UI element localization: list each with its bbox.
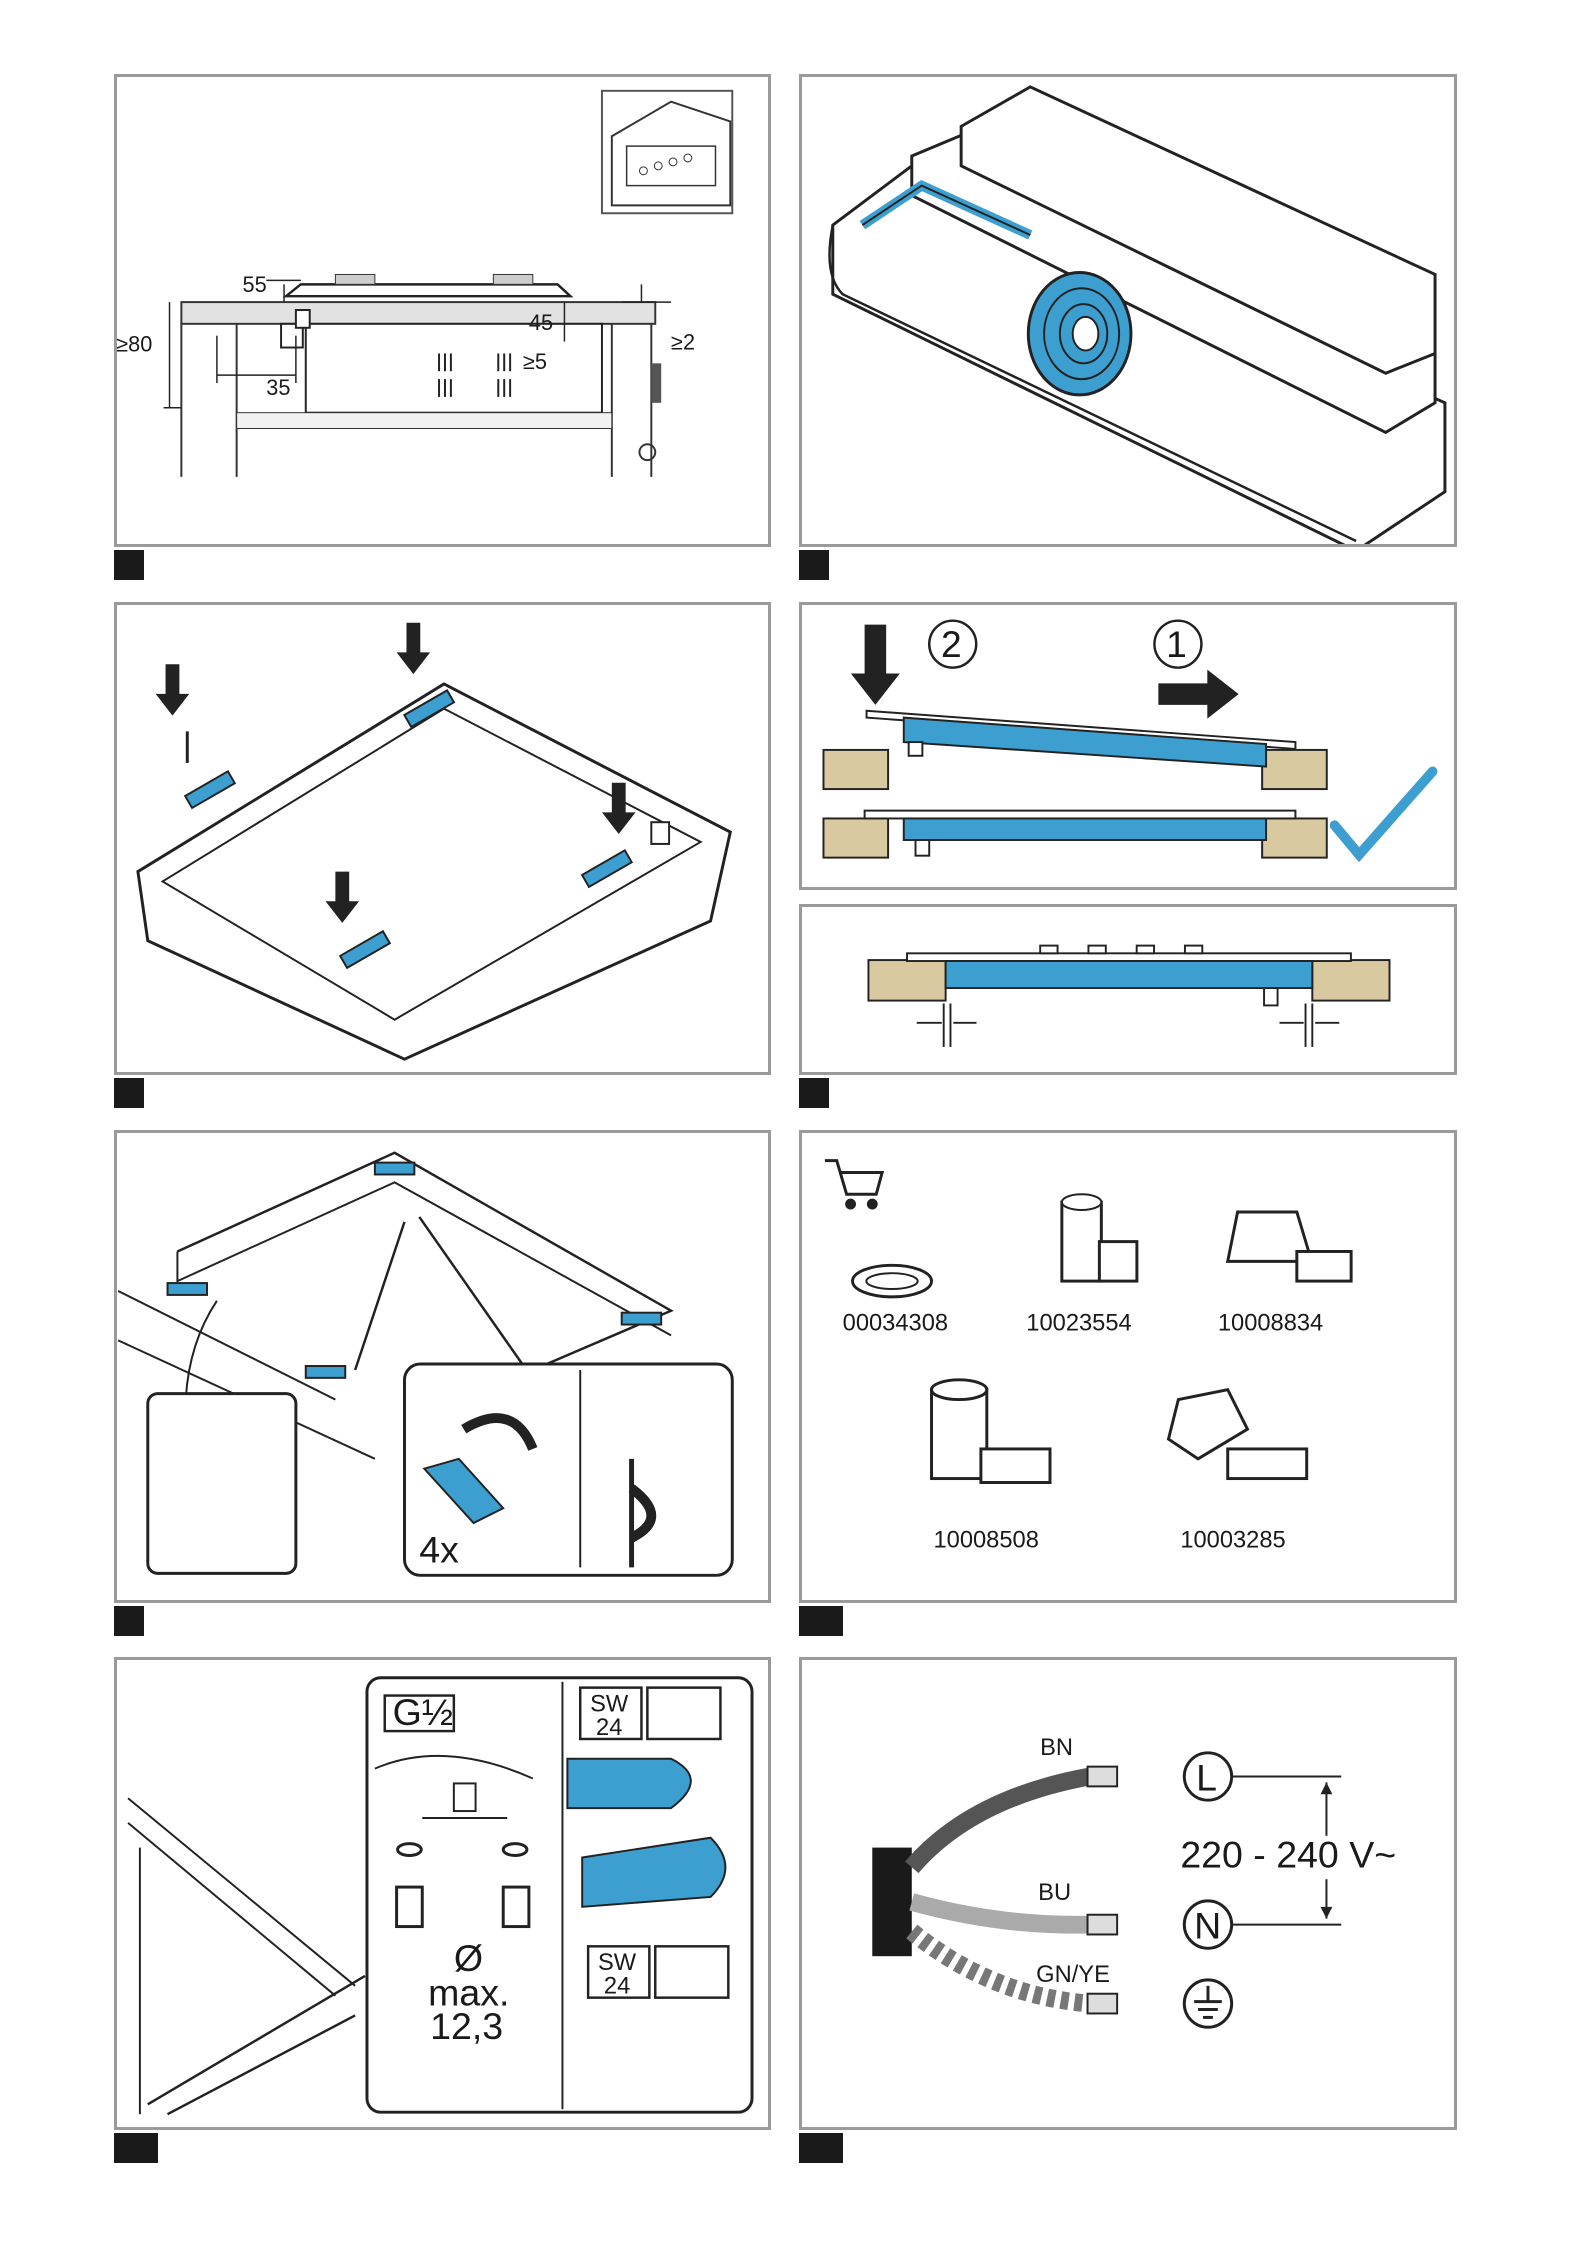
panel-seal bbox=[799, 74, 1457, 547]
step-2-label: 2 bbox=[941, 623, 962, 665]
part-code: 10008508 bbox=[933, 1528, 1038, 1554]
gas-connection-drawing: G½ Ø max. 12,3 SW 24 SW 24 bbox=[117, 1660, 768, 2127]
wrench-size-top: 24 bbox=[596, 1715, 622, 1741]
terminal-l-label: L bbox=[1196, 1756, 1217, 1798]
dim-35: 35 bbox=[266, 375, 290, 400]
accessories-drawing: 00034308 10023554 10008834 10008508 1000… bbox=[802, 1133, 1454, 1600]
dim-45: 45 bbox=[529, 310, 553, 335]
dim-5: ≥5 bbox=[523, 349, 547, 374]
terminal-n-label: N bbox=[1194, 1904, 1221, 1946]
check-icon bbox=[1335, 771, 1433, 854]
wire-bn-label: BN bbox=[1040, 1735, 1073, 1761]
part-code: 00034308 bbox=[843, 1310, 948, 1336]
thread-label: G½ bbox=[393, 1691, 453, 1733]
count-label: 4x bbox=[419, 1528, 459, 1570]
panel-brackets bbox=[114, 602, 771, 1075]
step-marker-5 bbox=[114, 1606, 144, 1636]
part-code: 10008834 bbox=[1218, 1310, 1323, 1336]
wrench-size-top: SW bbox=[590, 1691, 629, 1717]
cart-icon bbox=[825, 1161, 882, 1208]
part-code: 10003285 bbox=[1180, 1528, 1285, 1554]
electrical-drawing: BN BU GN/YE L N 220 - 240 V~ bbox=[802, 1660, 1454, 2127]
dim-2: ≥2 bbox=[671, 329, 695, 354]
step-1-label: 1 bbox=[1166, 623, 1187, 665]
step-marker-3 bbox=[114, 1078, 144, 1108]
fixing-drawing: 4x bbox=[117, 1133, 768, 1600]
wire-bu-label: BU bbox=[1038, 1880, 1071, 1906]
wrench-size-bottom: 24 bbox=[604, 1974, 630, 2000]
wrench-size-bottom: SW bbox=[598, 1950, 637, 1976]
panel-accessories: 00034308 10023554 10008834 10008508 1000… bbox=[799, 1130, 1457, 1603]
panel-place-hob: 2 1 bbox=[799, 602, 1457, 890]
dimension-drawing: 55 ≥80 45 ≥2 ≥5 35 bbox=[117, 77, 768, 544]
step-marker-7 bbox=[114, 2133, 158, 2163]
panel-gas-connection: G½ Ø max. 12,3 SW 24 SW 24 bbox=[114, 1657, 771, 2130]
step-marker-1 bbox=[114, 550, 144, 580]
step-marker-8 bbox=[799, 2133, 843, 2163]
step-marker-6 bbox=[799, 1606, 843, 1636]
place-hob-drawing: 2 1 bbox=[802, 605, 1454, 887]
wire-gnye-label: GN/YE bbox=[1036, 1962, 1110, 1988]
dim-55: 55 bbox=[243, 272, 267, 297]
step-marker-4 bbox=[799, 1078, 829, 1108]
panel-dimensions: 55 ≥80 45 ≥2 ≥5 35 bbox=[114, 74, 771, 547]
part-code: 10023554 bbox=[1026, 1310, 1131, 1336]
voltage-label: 220 - 240 V~ bbox=[1180, 1833, 1396, 1875]
dim-80: ≥80 bbox=[117, 331, 152, 356]
step-marker-2 bbox=[799, 550, 829, 580]
clearance-drawing bbox=[802, 907, 1454, 1072]
brackets-drawing bbox=[117, 605, 768, 1072]
panel-electrical: BN BU GN/YE L N 220 - 240 V~ bbox=[799, 1657, 1457, 2130]
panel-clearance bbox=[799, 904, 1457, 1075]
max-value: 12,3 bbox=[430, 2005, 503, 2047]
seal-drawing bbox=[802, 77, 1454, 544]
panel-fixing: 4x bbox=[114, 1130, 771, 1603]
